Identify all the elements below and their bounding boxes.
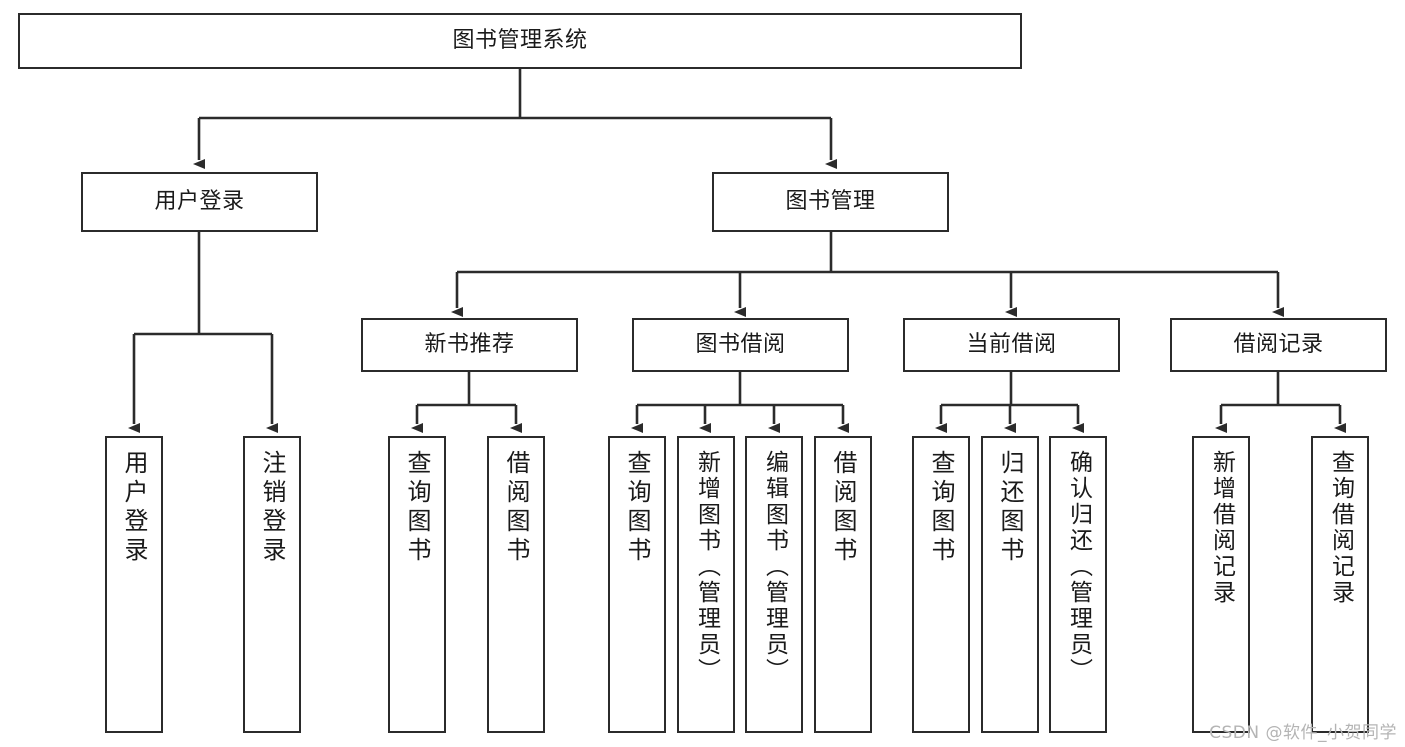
node-user-login-label: 用户登录 [154,189,245,215]
node-root[interactable]: 图书管理系统 [18,13,1022,69]
watermark-text: CSDN @软件_小贺同学 [1209,723,1397,743]
node-borrow-record[interactable]: 借阅记录 [1170,318,1387,372]
node-leaf-borrow-book-rec[interactable]: 借阅图书 [487,436,545,733]
node-leaf-confirm-return-admin-label: 确认归还（管理员） [1065,450,1092,684]
node-leaf-edit-book-admin[interactable]: 编辑图书（管理员） [745,436,803,733]
node-leaf-query-borrow-record-label: 查询借阅记录 [1327,450,1354,606]
node-user-login[interactable]: 用户登录 [81,172,318,232]
node-borrow-record-label: 借阅记录 [1233,332,1324,358]
node-leaf-edit-book-admin-label: 编辑图书（管理员） [761,450,788,684]
node-book-manage-label: 图书管理 [785,189,876,215]
node-book-borrow[interactable]: 图书借阅 [632,318,849,372]
node-current-borrow-label: 当前借阅 [966,332,1057,358]
node-leaf-add-book-admin-label: 新增图书（管理员） [693,450,720,684]
node-leaf-add-borrow-record[interactable]: 新增借阅记录 [1192,436,1250,733]
node-new-book-recommend[interactable]: 新书推荐 [361,318,578,372]
node-leaf-add-book-admin[interactable]: 新增图书（管理员） [677,436,735,733]
node-leaf-query-book-rec[interactable]: 查询图书 [388,436,446,733]
node-book-manage[interactable]: 图书管理 [712,172,949,232]
node-leaf-user-login[interactable]: 用户登录 [105,436,163,733]
node-book-borrow-label: 图书借阅 [695,332,786,358]
node-leaf-query-book-current-label: 查询图书 [927,450,955,566]
node-leaf-borrow-book-rec-label: 借阅图书 [502,450,530,566]
node-leaf-query-book-borrow-label: 查询图书 [623,450,651,566]
node-leaf-borrow-book-label: 借阅图书 [829,450,857,566]
node-leaf-query-borrow-record[interactable]: 查询借阅记录 [1311,436,1369,733]
node-leaf-query-book-borrow[interactable]: 查询图书 [608,436,666,733]
node-leaf-query-book-rec-label: 查询图书 [403,450,431,566]
node-leaf-logout[interactable]: 注销登录 [243,436,301,733]
node-leaf-return-book-label: 归还图书 [996,450,1024,566]
node-leaf-logout-label: 注销登录 [258,450,286,566]
node-leaf-confirm-return-admin[interactable]: 确认归还（管理员） [1049,436,1107,733]
node-leaf-add-borrow-record-label: 新增借阅记录 [1208,450,1235,606]
node-leaf-return-book[interactable]: 归还图书 [981,436,1039,733]
node-leaf-user-login-label: 用户登录 [120,450,148,566]
node-new-book-recommend-label: 新书推荐 [424,332,515,358]
node-current-borrow[interactable]: 当前借阅 [903,318,1120,372]
node-leaf-query-book-current[interactable]: 查询图书 [912,436,970,733]
node-leaf-borrow-book[interactable]: 借阅图书 [814,436,872,733]
node-root-label: 图书管理系统 [452,28,588,54]
